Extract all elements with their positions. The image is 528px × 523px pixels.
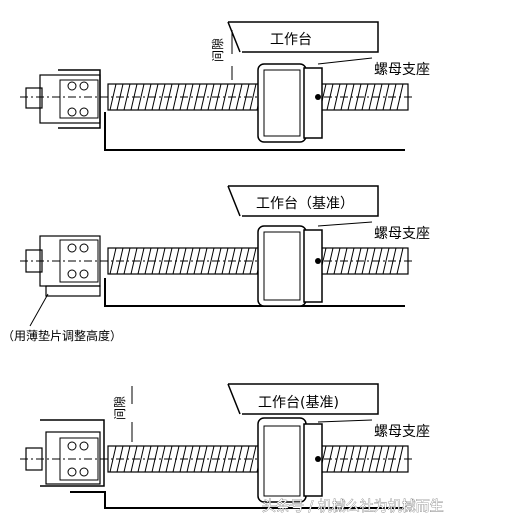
thread-line bbox=[382, 247, 390, 275]
nut-body bbox=[257, 417, 307, 503]
nut-mount bbox=[263, 425, 301, 497]
workbench-box bbox=[228, 21, 379, 53]
nut-support-label: 螺母支座 bbox=[374, 424, 430, 440]
panel-3: 工作台(基准) 间隙 螺母支座 bbox=[20, 383, 430, 509]
nut-body bbox=[257, 63, 307, 143]
nut-body bbox=[257, 225, 307, 307]
nut-flange bbox=[303, 67, 323, 139]
thread-line bbox=[249, 83, 257, 111]
bearing-inner bbox=[59, 79, 99, 119]
thread-line bbox=[207, 83, 215, 111]
bearing-ball bbox=[67, 269, 77, 279]
bearing-ball bbox=[79, 243, 89, 253]
bearing-ball bbox=[79, 107, 89, 117]
shim-note: （用薄垫片调整高度） bbox=[2, 328, 122, 343]
thread-line bbox=[158, 247, 166, 275]
watermark: 头条号 / 机械么社为机械而生 bbox=[262, 498, 444, 515]
nut-support-label: 螺母支座 bbox=[374, 62, 430, 78]
nut-flange bbox=[303, 229, 323, 303]
thread-line bbox=[361, 247, 369, 275]
thread-line bbox=[207, 247, 215, 275]
shim bbox=[45, 285, 101, 297]
thread-line bbox=[137, 83, 145, 111]
bearing-ball bbox=[79, 81, 89, 91]
workbench-label: 工作台(基准) bbox=[258, 394, 339, 411]
nut-leader bbox=[317, 57, 373, 65]
thread-line bbox=[361, 445, 369, 473]
nut-ball bbox=[315, 258, 321, 264]
bearing-ball bbox=[79, 467, 89, 477]
bearing-ball bbox=[67, 81, 77, 91]
bearing-ball bbox=[79, 269, 89, 279]
workbench-label: 工作台 bbox=[270, 32, 312, 48]
thread-line bbox=[207, 445, 215, 473]
thread-line bbox=[249, 247, 257, 275]
nut-mount bbox=[263, 69, 301, 137]
workbench-slant bbox=[227, 383, 241, 415]
shaft-end bbox=[25, 87, 43, 109]
thread-line bbox=[158, 83, 166, 111]
workbench-box bbox=[228, 383, 379, 415]
nut-mount bbox=[263, 231, 301, 301]
shim-leader bbox=[29, 293, 49, 327]
gap-label: 间隙 bbox=[113, 396, 127, 420]
thread-line bbox=[158, 445, 166, 473]
thread-line bbox=[361, 83, 369, 111]
base-frame bbox=[104, 112, 405, 151]
workbench-slant bbox=[227, 21, 241, 53]
bearing-housing-outline bbox=[58, 69, 101, 129]
bearing-block bbox=[39, 74, 101, 124]
thread-line bbox=[186, 83, 194, 111]
nut-leader bbox=[317, 419, 373, 423]
bearing-ball bbox=[67, 243, 77, 253]
bearing-ball bbox=[67, 441, 77, 451]
workbench-slant bbox=[227, 185, 241, 217]
nut-ball bbox=[315, 94, 321, 100]
base-frame bbox=[70, 491, 405, 509]
nut-ball bbox=[315, 456, 321, 462]
nut-flange bbox=[303, 423, 323, 497]
bearing-ball bbox=[79, 441, 89, 451]
thread-line bbox=[137, 445, 145, 473]
bearing-housing-outline bbox=[40, 419, 105, 487]
panel-2: 工作台（基准） 螺母支座 （用薄垫片调整高度） bbox=[2, 185, 430, 343]
nut-support-label: 螺母支座 bbox=[374, 226, 430, 242]
bearing-ball bbox=[67, 107, 77, 117]
gap-label: 间隙 bbox=[211, 38, 225, 62]
workbench-label: 工作台（基准） bbox=[256, 195, 354, 212]
thread-line bbox=[186, 247, 194, 275]
thread-line bbox=[382, 445, 390, 473]
workbench-box bbox=[228, 185, 379, 217]
thread-line bbox=[382, 83, 390, 111]
nut-leader bbox=[317, 221, 373, 227]
thread-line bbox=[186, 445, 194, 473]
thread-line bbox=[249, 445, 257, 473]
base-frame bbox=[104, 278, 405, 307]
bearing-block bbox=[45, 431, 101, 485]
thread-line bbox=[137, 247, 145, 275]
bearing-ball bbox=[67, 467, 77, 477]
panel-1: 工作台 间隙 螺母支座 bbox=[20, 21, 430, 151]
